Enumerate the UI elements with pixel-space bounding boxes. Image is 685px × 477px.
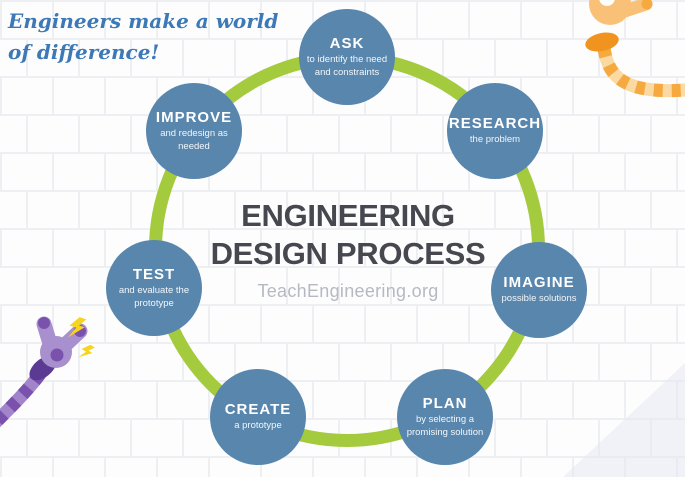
lightning-bolt-icon [78, 344, 95, 358]
step-circle-ask: ASK to identify the need and constraints [299, 9, 395, 105]
step-label: PLAN [422, 395, 468, 412]
tagline-line1: Engineers make a world [8, 9, 279, 33]
step-description: by selecting a promising solution [406, 414, 484, 438]
step-circle-research: RESEARCH the problem [447, 83, 543, 179]
step-circle-test: TEST and evaluate the prototype [106, 240, 202, 336]
step-description: a prototype [234, 420, 282, 432]
step-description: possible solutions [501, 293, 577, 305]
step-label: TEST [132, 266, 176, 283]
diagram-title-line2: DESIGN PROCESS [210, 236, 486, 271]
step-circle-create: CREATE a prototype [210, 369, 306, 465]
step-circle-plan: PLAN by selecting a promising solution [397, 369, 493, 465]
step-circle-improve: IMPROVE and redesign as needed [146, 83, 242, 179]
step-description: to identify the need and constraints [306, 54, 388, 78]
tagline: Engineers make a world of difference! [8, 6, 278, 68]
diagram-title-block: ENGINEERING DESIGN PROCESS TeachEngineer… [160, 197, 536, 302]
step-label: ASK [329, 35, 365, 52]
purple-robot-claw-icon [0, 316, 95, 428]
step-circle-imagine: IMAGINE possible solutions [491, 242, 587, 338]
step-label: IMAGINE [503, 274, 575, 292]
step-label: CREATE [224, 401, 292, 419]
lightning-bolt-icon [67, 317, 87, 338]
step-description: and evaluate the prototype [118, 285, 190, 309]
step-description: the problem [469, 134, 521, 146]
tagline-line2: of difference! [8, 40, 160, 64]
step-description: and redesign as needed [160, 128, 228, 152]
diagram-subtitle: TeachEngineering.org [257, 281, 439, 301]
diagram-title-line1: ENGINEERING [241, 198, 455, 233]
step-label: IMPROVE [155, 109, 233, 126]
orange-robot-arm-icon [585, 0, 685, 98]
step-label: RESEARCH [448, 115, 542, 133]
